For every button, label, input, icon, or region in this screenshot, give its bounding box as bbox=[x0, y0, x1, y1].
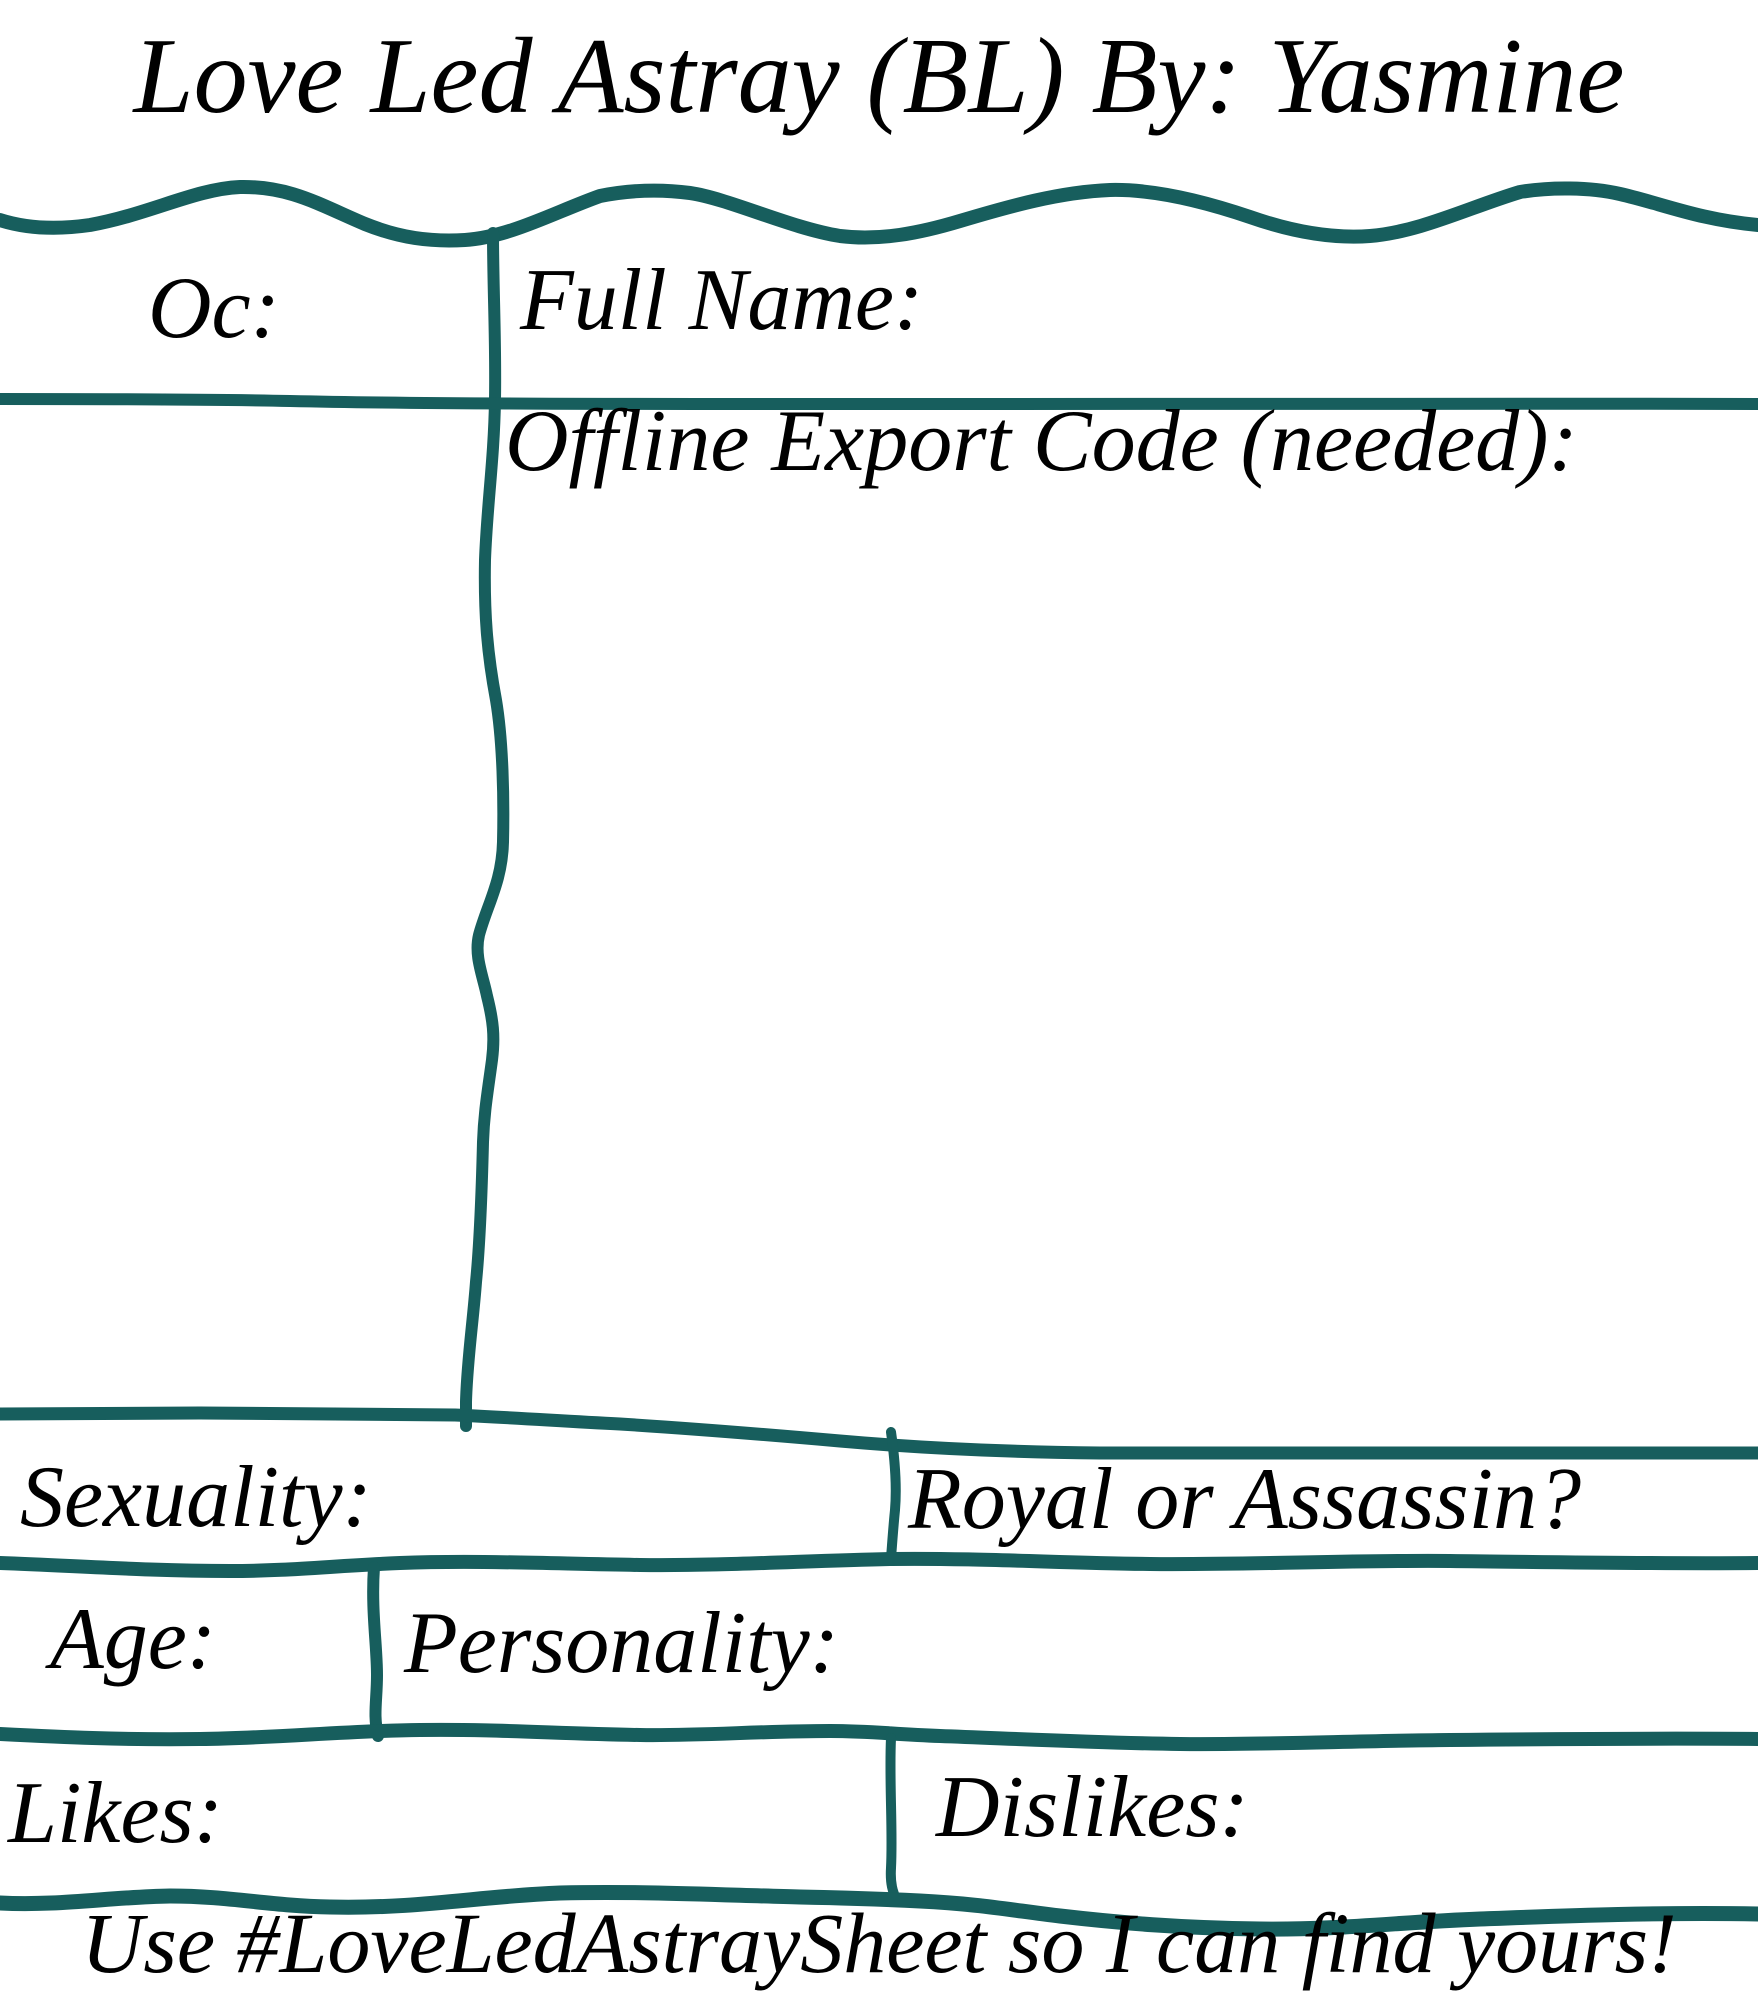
main-vertical-divider bbox=[460, 227, 510, 1432]
hashtag-footer-note: Use #LoveLedAstraySheet so I can find yo… bbox=[81, 1895, 1677, 1991]
sheet-title: Love Led Astray (BL) By: Yasmine bbox=[133, 17, 1625, 136]
age-personality-divider bbox=[367, 1561, 384, 1742]
age-row-top-line bbox=[0, 1551, 1758, 1578]
likes-label: Likes: bbox=[8, 1765, 224, 1862]
dislikes-label: Dislikes: bbox=[936, 1759, 1249, 1856]
royal-or-assassin-label: Royal or Assassin? bbox=[908, 1451, 1582, 1548]
likes-row-top-line bbox=[0, 1722, 1758, 1752]
sexuality-royal-divider bbox=[886, 1427, 901, 1563]
likes-dislikes-divider bbox=[885, 1733, 901, 1904]
row1-horizontal-line bbox=[0, 393, 1758, 410]
sexuality-row-top-line bbox=[0, 1406, 1758, 1461]
full-name-label: Full Name: bbox=[520, 252, 924, 349]
personality-label: Personality: bbox=[404, 1595, 840, 1692]
bottom-horizontal-line bbox=[0, 1884, 1758, 1937]
oc-label: Oc: bbox=[148, 260, 280, 357]
offline-export-code-label: Offline Export Code (needed): bbox=[505, 393, 1578, 490]
age-label: Age: bbox=[50, 1591, 217, 1688]
sexuality-label: Sexuality: bbox=[20, 1449, 372, 1546]
top-wavy-line bbox=[0, 179, 1758, 248]
